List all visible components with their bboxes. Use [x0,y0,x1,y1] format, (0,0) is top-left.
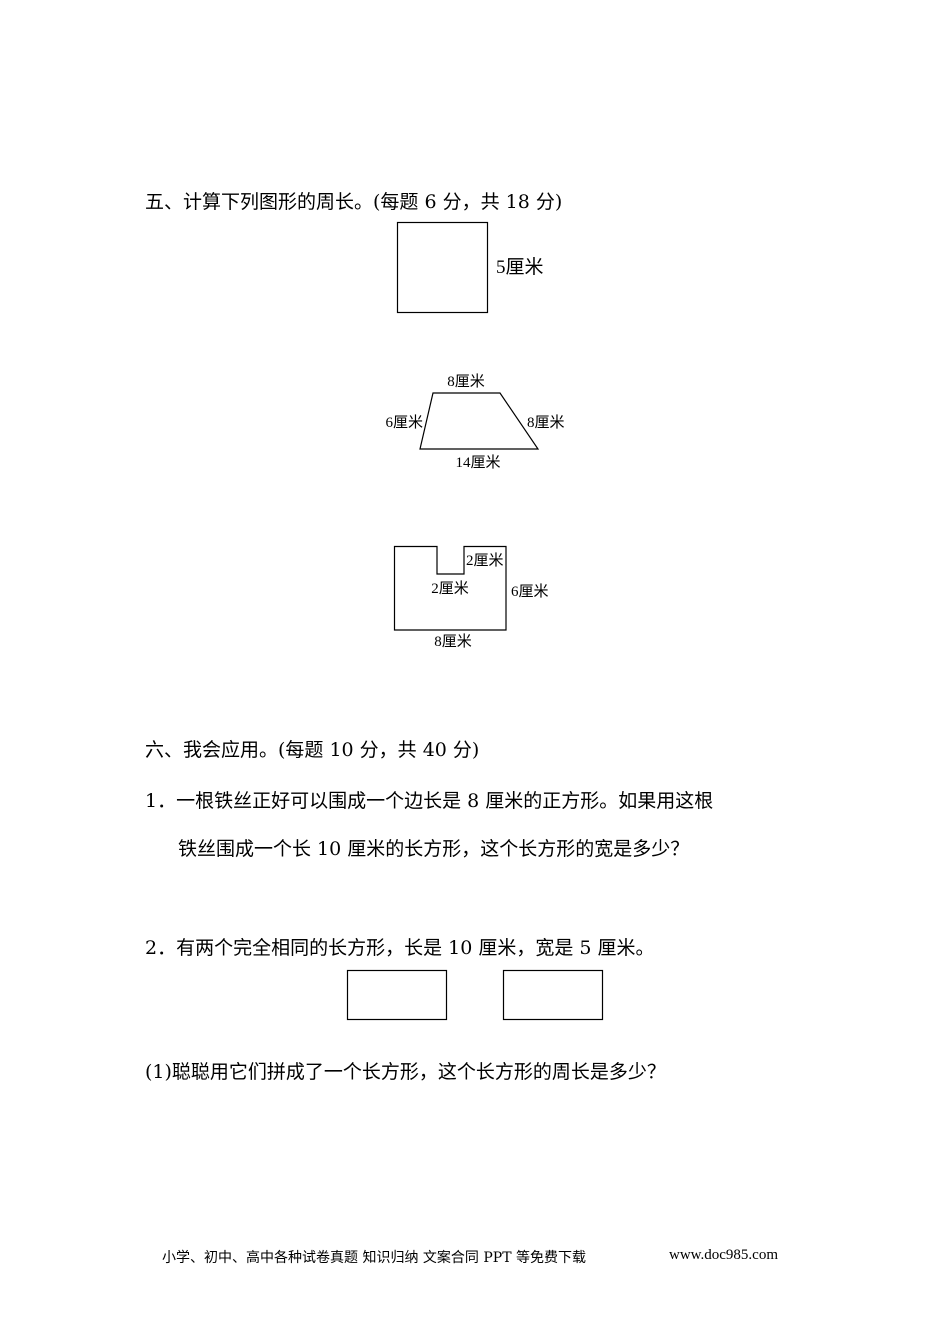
footer-promo: 小学、初中、高中各种试卷真题 知识归纳 文案合同 PPT 等免费下载 [162,1250,586,1266]
footer-url[interactable]: www.doc985.com [669,1247,779,1263]
question-1-line-2: 铁丝围成一个长 10 厘米的长方形，这个长方形的宽是多少？ [178,838,690,860]
notched-figure [393,545,507,631]
square-side-label: 5厘米 [496,256,544,278]
square-figure [396,221,489,314]
trapezoid-right-label: 8厘米 [527,414,565,431]
trapezoid-bottom-label: 14厘米 [455,454,500,471]
rectangle-2 [502,969,604,1021]
notch-side-label: 2厘米 [466,552,504,569]
question-2-part-1: (1)聪聪用它们拼成了一个长方形，这个长方形的周长是多少？ [145,1061,666,1083]
trapezoid-top-label: 8厘米 [447,373,485,390]
section-6-heading: 六、我会应用。(每题 10 分，共 40 分) [145,739,480,761]
question-2: 2．有两个完全相同的长方形，长是 10 厘米，宽是 5 厘米。 [145,937,655,959]
notched-bottom-label: 8厘米 [434,633,472,650]
trapezoid-left-label: 6厘米 [385,414,423,431]
section-5-heading: 五、计算下列图形的周长。(每题 6 分，共 18 分) [145,191,563,213]
question-1-line-1: 1．一根铁丝正好可以围成一个边长是 8 厘米的正方形。如果用这根 [145,790,714,812]
rectangle-1 [346,969,448,1021]
notched-right-label: 6厘米 [511,583,549,600]
trapezoid-figure [419,392,540,450]
notch-bottom-label: 2厘米 [431,580,469,597]
